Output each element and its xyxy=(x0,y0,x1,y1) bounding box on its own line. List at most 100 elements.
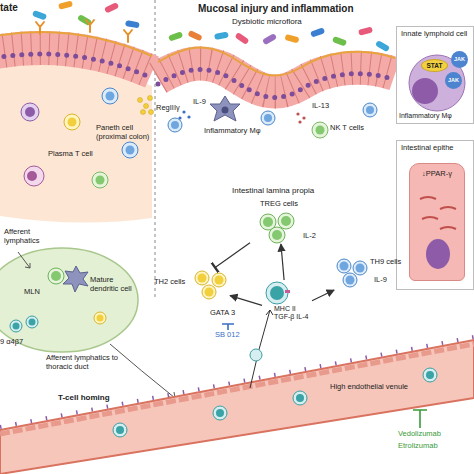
inflammatory-cells xyxy=(168,96,377,138)
cell-label: TH9 cells xyxy=(370,258,408,267)
cell-shape xyxy=(263,217,273,227)
blood-vessel xyxy=(293,391,307,405)
inflammatory-cells xyxy=(298,120,301,123)
bacteria xyxy=(214,32,229,40)
cell-illustration xyxy=(397,27,474,125)
cell-label: MHC II TGF-β IL-4 xyxy=(274,305,312,321)
inhibition-bars xyxy=(222,324,234,330)
lymph-node xyxy=(97,315,104,322)
lymphatic-vessels xyxy=(25,263,30,268)
homing-arrows xyxy=(250,310,273,388)
pathway-arrow xyxy=(214,243,250,268)
epithelium xyxy=(158,69,395,97)
cell-shape xyxy=(270,286,284,300)
blood-vessel xyxy=(216,409,224,417)
cell-shape xyxy=(205,288,214,297)
plasma-cells xyxy=(92,172,108,188)
annotation: Afferent lymphatics xyxy=(4,228,54,245)
cell-node: JAK xyxy=(445,72,462,89)
lymphatic-vessels xyxy=(18,252,30,268)
plasma-cells xyxy=(96,176,105,185)
cell-node: TH2 cells xyxy=(154,268,230,300)
bacteria xyxy=(262,33,277,45)
annotation: MLN xyxy=(24,288,40,297)
bacteria xyxy=(358,26,373,35)
cell-shape xyxy=(195,271,209,285)
cell-node: TH9 cells xyxy=(334,254,408,290)
annotation: IL-9 xyxy=(193,98,206,107)
annotation: High endothelial venule xyxy=(330,383,408,392)
inflammatory-cells xyxy=(296,112,299,115)
pathway-arrow xyxy=(281,244,284,280)
cell-illustration xyxy=(192,268,230,300)
bacteria xyxy=(235,32,250,45)
epithelium xyxy=(0,32,395,98)
cell-shape xyxy=(340,262,349,271)
plasma-cells xyxy=(25,107,35,117)
cell-shape xyxy=(426,239,450,269)
cell-shape xyxy=(269,227,285,243)
annotation: Mature dendritic cell xyxy=(90,276,136,293)
lymph-node xyxy=(51,271,61,281)
plasma-cells xyxy=(126,146,135,155)
cell-label: TH2 cells xyxy=(154,278,192,287)
annotation: SB 012 xyxy=(215,331,240,340)
blood-vessel xyxy=(0,337,474,474)
epithelium xyxy=(158,47,395,75)
bacteria xyxy=(58,0,73,9)
inflammatory-cells xyxy=(168,118,182,132)
annotation: Inflammatory Mφ xyxy=(399,112,452,120)
cell-node: STAT xyxy=(421,59,448,72)
annotation: Intestinal lamina propia xyxy=(232,186,314,195)
divider xyxy=(155,0,156,300)
antibodies xyxy=(36,20,132,42)
plasma-cells xyxy=(64,114,80,130)
plasma-cells xyxy=(27,171,37,181)
blood-vessel xyxy=(0,340,474,474)
cell-label: JAK xyxy=(451,56,468,62)
lamina-propria xyxy=(0,63,152,223)
bacteria xyxy=(125,20,140,28)
blood-vessel xyxy=(426,371,434,379)
bacteria xyxy=(104,2,119,13)
cell-label: TREG cells xyxy=(250,200,308,209)
cell-node: Intestinal epithe↓PPAR-γ xyxy=(396,140,474,290)
lymphatic-vessels xyxy=(110,344,175,398)
blood-vessel xyxy=(296,394,304,402)
cell-shape xyxy=(202,285,216,299)
cell-node: TREG cells xyxy=(250,200,308,244)
cell-shape xyxy=(272,230,282,240)
bacteria xyxy=(32,0,390,52)
blood-vessel xyxy=(0,337,474,427)
inhibition-bars xyxy=(222,324,427,428)
cell-shape xyxy=(198,274,207,283)
bacteria xyxy=(310,27,325,37)
homing-arrows xyxy=(266,310,273,315)
paneth-granules xyxy=(144,104,149,109)
epithelium xyxy=(158,63,395,91)
blood-vessel xyxy=(113,423,127,437)
plasma-cells xyxy=(21,103,39,121)
inflammatory-cells xyxy=(182,110,185,113)
annotation: Dysbiotic microflora xyxy=(232,17,302,26)
cell-node: JAK xyxy=(451,51,468,68)
annotation: Plasma T cell xyxy=(48,150,93,159)
paneth-granules xyxy=(149,110,154,115)
annotation: tate xyxy=(0,2,18,14)
inflammatory-cells xyxy=(302,116,305,119)
lymph-node xyxy=(10,320,22,332)
cell-label: Innate lymphoid cell xyxy=(401,30,473,39)
inhibition-bars xyxy=(413,410,427,428)
cell-node: MHC II TGF-β IL-4 xyxy=(262,280,312,346)
cell-label: Intestinal epithe xyxy=(401,144,473,153)
blood-vessel xyxy=(213,406,227,420)
bacteria xyxy=(168,31,183,41)
lymph-node xyxy=(0,248,138,352)
cell-shape xyxy=(420,197,456,229)
paneth-granules xyxy=(138,96,154,115)
inflammatory-cells xyxy=(222,107,229,114)
cell-shape xyxy=(356,264,365,273)
lymphatic-vessels xyxy=(18,252,175,398)
bacteria xyxy=(187,30,202,41)
